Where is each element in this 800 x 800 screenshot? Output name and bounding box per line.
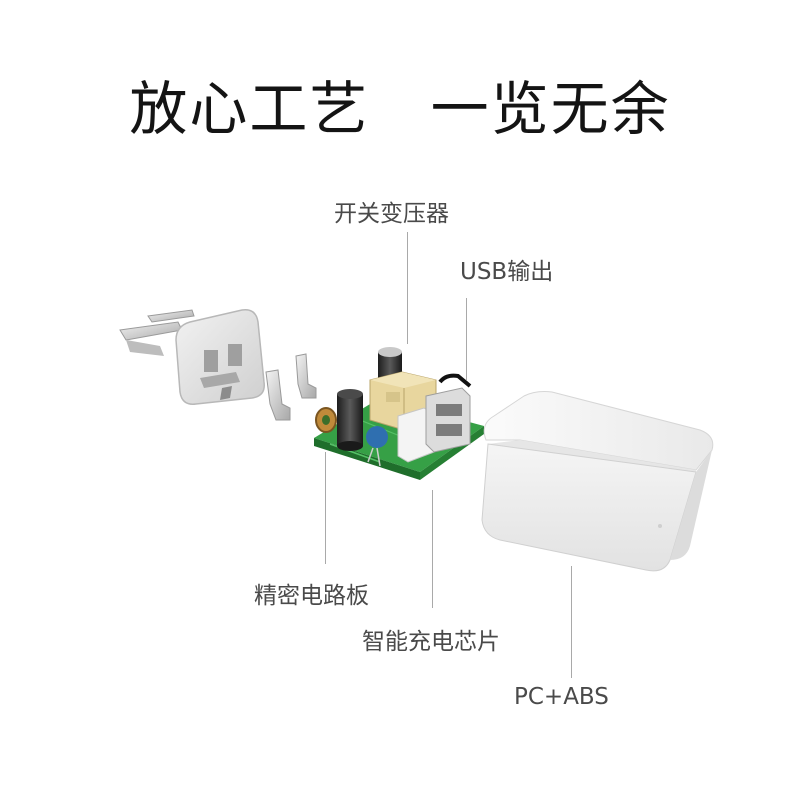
leader-line-shell	[571, 566, 572, 678]
spring-contacts	[265, 353, 317, 421]
plug-base-plate	[175, 309, 265, 405]
leader-line-pcb	[325, 452, 326, 564]
leader-line-usb	[466, 298, 467, 380]
capacitor-large	[337, 389, 363, 451]
leader-line-chip	[432, 490, 433, 608]
page-title: 放心工艺 一览无余	[129, 75, 671, 143]
ceramic-capacitor	[366, 426, 388, 467]
leader-line-transformer	[407, 232, 408, 344]
charger-housing	[481, 391, 714, 572]
callout-usb-output: USB输出	[460, 259, 554, 285]
callout-shell-material: PC+ABS	[514, 684, 609, 710]
inductor-coil	[315, 407, 337, 433]
plug-prongs	[119, 309, 195, 356]
callout-charging-chip: 智能充电芯片	[362, 629, 500, 655]
callout-pcb: 精密电路板	[254, 583, 369, 609]
usb-port	[425, 373, 472, 453]
callout-transformer: 开关变压器	[334, 201, 449, 227]
